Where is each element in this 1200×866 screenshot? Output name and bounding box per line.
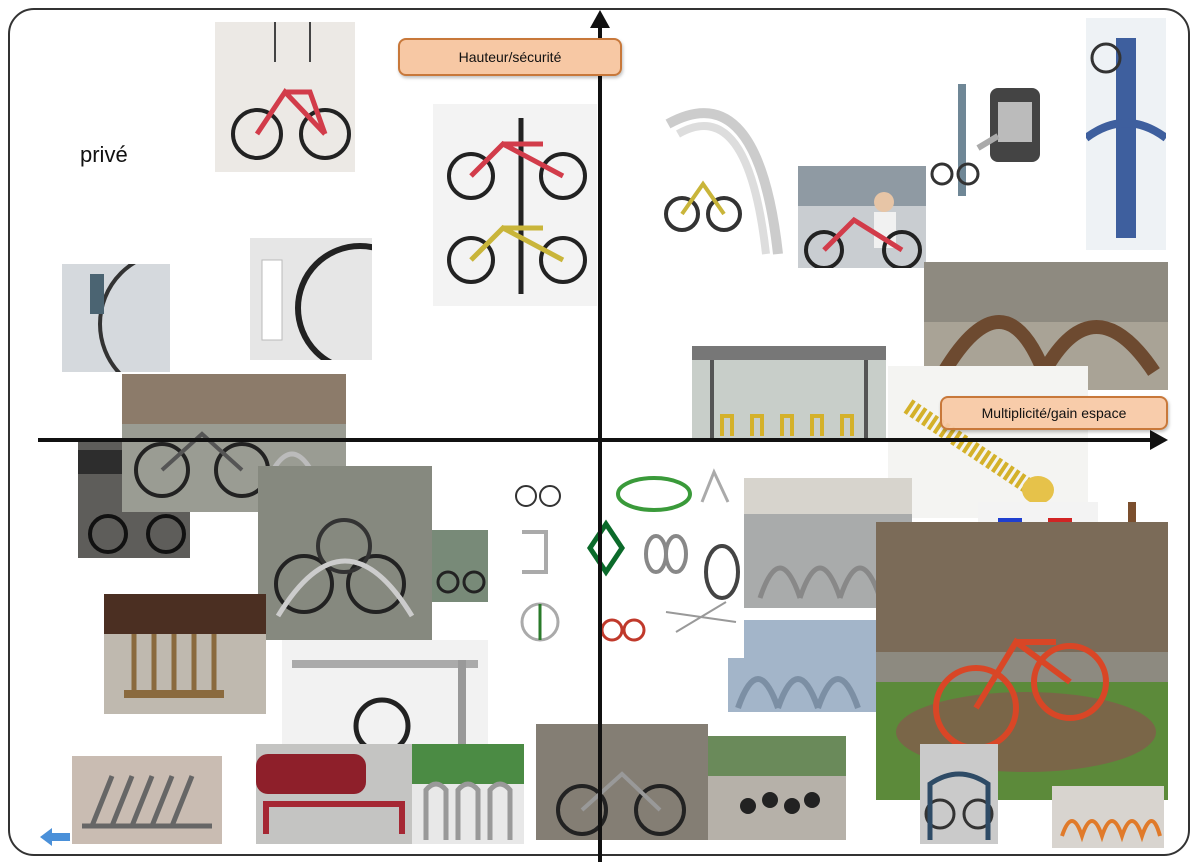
spiral-rack-render-photo bbox=[888, 366, 1088, 518]
red-car-rack-photo bbox=[256, 744, 412, 844]
vertical-axis bbox=[598, 22, 602, 862]
wall-hook-closeup-photo bbox=[250, 238, 372, 360]
covered-shelter-photo bbox=[692, 346, 886, 440]
vertical-stand-two-bikes-photo bbox=[433, 104, 597, 306]
wall-hook-wheel-photo bbox=[62, 264, 170, 372]
ceiling-hoist-bike-photo bbox=[215, 22, 355, 172]
vertical-axis-label: Hauteur/sécurité bbox=[398, 38, 622, 76]
man-with-red-bike-photo bbox=[798, 166, 926, 268]
street-bikes-photo bbox=[536, 724, 708, 840]
crowded-rack-photo bbox=[258, 466, 432, 640]
hanging-rail-rack-photo bbox=[282, 640, 488, 758]
quadrant-label-prive: privé bbox=[80, 142, 128, 167]
orange-loop-rack-photo bbox=[1052, 786, 1164, 848]
bollard-racks-photo bbox=[708, 736, 846, 840]
curved-shelter-rack-photo bbox=[648, 84, 788, 260]
arch-racks-snow-photo bbox=[728, 620, 878, 712]
rack-icons-cluster bbox=[506, 462, 744, 658]
small-bike-photo bbox=[432, 530, 488, 602]
wall-post-bike-with-keypad-photo bbox=[928, 78, 1056, 204]
arrow-right-icon bbox=[1150, 430, 1168, 450]
horizontal-axis-label: Multiplicité/gain espace bbox=[940, 396, 1168, 430]
hoop-racks-grass-photo bbox=[412, 744, 524, 844]
arrow-up-icon bbox=[590, 10, 610, 28]
grey-rack-bikes-photo bbox=[920, 744, 998, 844]
sculptural-rack-photo bbox=[924, 262, 1168, 390]
ladder-rack-photo bbox=[72, 756, 222, 844]
arrow-left-icon[interactable] bbox=[38, 826, 72, 848]
wooden-floor-rack-photo bbox=[104, 594, 266, 714]
blue-tower-rack-photo bbox=[1086, 18, 1166, 250]
